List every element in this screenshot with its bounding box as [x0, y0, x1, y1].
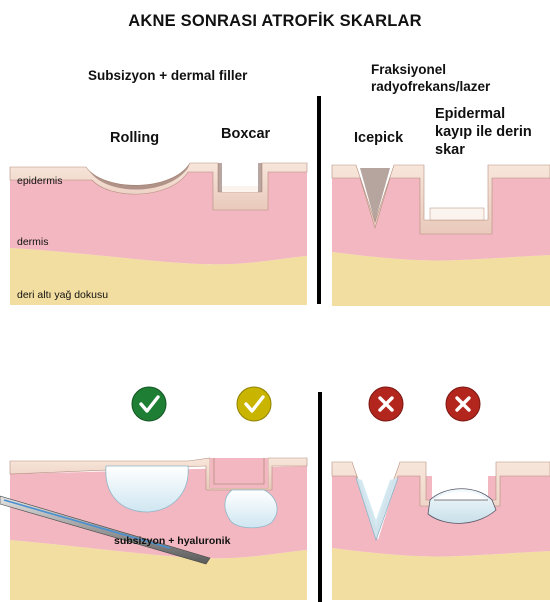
label-epidermal-loss-line3: skar: [435, 142, 465, 158]
top-left-skin-panel: [9, 162, 308, 305]
epidermis-layer-bl: [9, 457, 308, 491]
right-section-heading-line1: Fraksiyonel: [371, 62, 447, 77]
layer-label-subcutis: deri altı yağ dokusu: [17, 289, 109, 301]
fat-layer-bl: [10, 540, 307, 600]
check-icon: [131, 386, 167, 422]
bottom-left-skin-panel: [0, 457, 308, 600]
needle-highlight: [3, 499, 171, 549]
check-icon: [236, 386, 272, 422]
fat-layer-right: [332, 252, 550, 306]
label-rolling: Rolling: [110, 130, 160, 146]
layer-label-epidermis: epidermis: [17, 175, 63, 187]
label-epidermal-loss-line1: Epidermal: [435, 106, 506, 122]
cross-icon: [445, 386, 481, 422]
fat-layer: [10, 248, 307, 305]
dermis-layer-right: [332, 178, 550, 261]
dermis-layer: [10, 172, 307, 265]
label-boxcar: Boxcar: [221, 126, 271, 142]
right-section-heading-line2: radyofrekans/lazer: [371, 79, 491, 94]
cross-icon: [368, 386, 404, 422]
page-title: AKNE SONRASI ATROFİK SKARLAR: [128, 12, 422, 30]
layer-label-dermis: dermis: [17, 236, 49, 248]
bottom-right-skin-panel: [331, 461, 550, 600]
label-epidermal-loss-line2: kayıp ile derin: [435, 124, 532, 140]
treatment-label: subsizyon + hyaluronik: [114, 535, 231, 547]
top-right-skin-panel: [331, 164, 550, 306]
fat-layer-br: [332, 548, 550, 600]
label-icepick: Icepick: [354, 130, 404, 146]
filler-rolling: [105, 465, 189, 513]
filler-boxcar: [224, 489, 278, 529]
left-section-heading: Subsizyon + dermal filler: [88, 68, 248, 83]
